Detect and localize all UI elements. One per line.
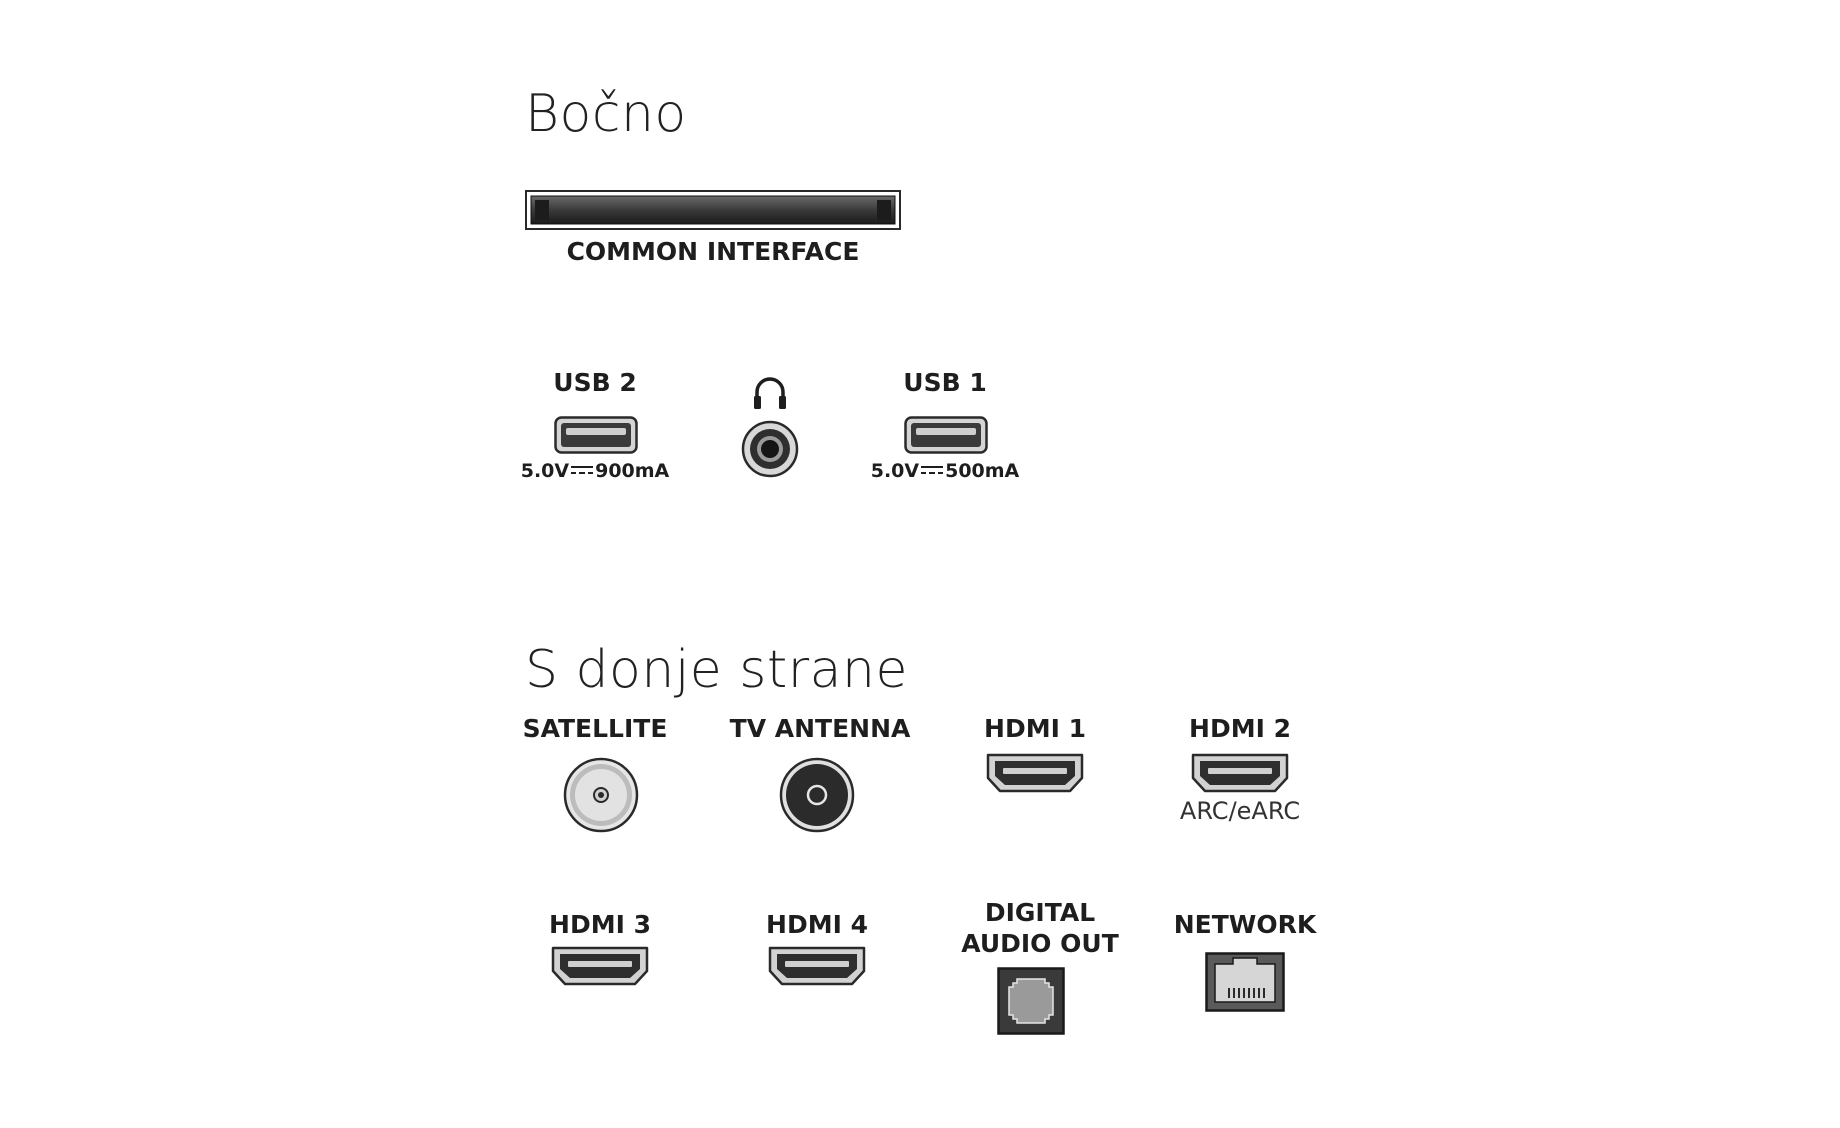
headphones-icon xyxy=(751,373,789,411)
usb2-label: USB 2 xyxy=(553,368,637,397)
usb1-rating: 5.0V 500mA xyxy=(855,460,1035,482)
usb1-current: 500mA xyxy=(945,460,1020,482)
satellite-label: SATELLITE xyxy=(522,714,668,743)
hdmi4-label: HDMI 4 xyxy=(766,910,868,939)
common-interface-label: COMMON INTERFACE xyxy=(566,237,860,266)
side-section-title: Bočno xyxy=(525,84,687,144)
usb2-voltage: 5.0V xyxy=(520,460,570,482)
hdmi2-port xyxy=(1190,752,1290,794)
hdmi1-label: HDMI 1 xyxy=(984,714,1086,743)
hdmi3-label: HDMI 3 xyxy=(549,910,651,939)
usb2-rating: 5.0V 900mA xyxy=(505,460,685,482)
hdmi2-label: HDMI 2 xyxy=(1189,714,1291,743)
dc-symbol xyxy=(919,463,945,477)
tv-antenna-connector xyxy=(779,757,855,833)
dc-symbol xyxy=(569,463,595,477)
network-label: NETWORK xyxy=(1173,910,1317,939)
hdmi1-port xyxy=(985,752,1085,794)
headphone-jack xyxy=(741,420,799,478)
hdmi3-port xyxy=(550,945,650,987)
usb1-port xyxy=(904,416,988,454)
tv-antenna-label: TV ANTENNA xyxy=(729,714,911,743)
usb2-current: 900mA xyxy=(595,460,670,482)
common-interface-slot xyxy=(525,190,901,230)
digital-audio-out-label: DIGITAL AUDIO OUT xyxy=(945,897,1135,959)
hdmi4-port xyxy=(767,945,867,987)
satellite-connector xyxy=(563,757,639,833)
usb2-port xyxy=(554,416,638,454)
hdmi2-arc-note: ARC/eARC xyxy=(1179,797,1301,825)
digital-audio-out-label-line1: DIGITAL xyxy=(984,898,1096,927)
bottom-section-title: S donje strane xyxy=(525,640,908,700)
usb1-voltage: 5.0V xyxy=(870,460,920,482)
usb1-label: USB 1 xyxy=(903,368,987,397)
optical-audio-port xyxy=(997,967,1065,1035)
network-port xyxy=(1205,952,1285,1012)
digital-audio-out-label-line2: AUDIO OUT xyxy=(961,929,1119,958)
